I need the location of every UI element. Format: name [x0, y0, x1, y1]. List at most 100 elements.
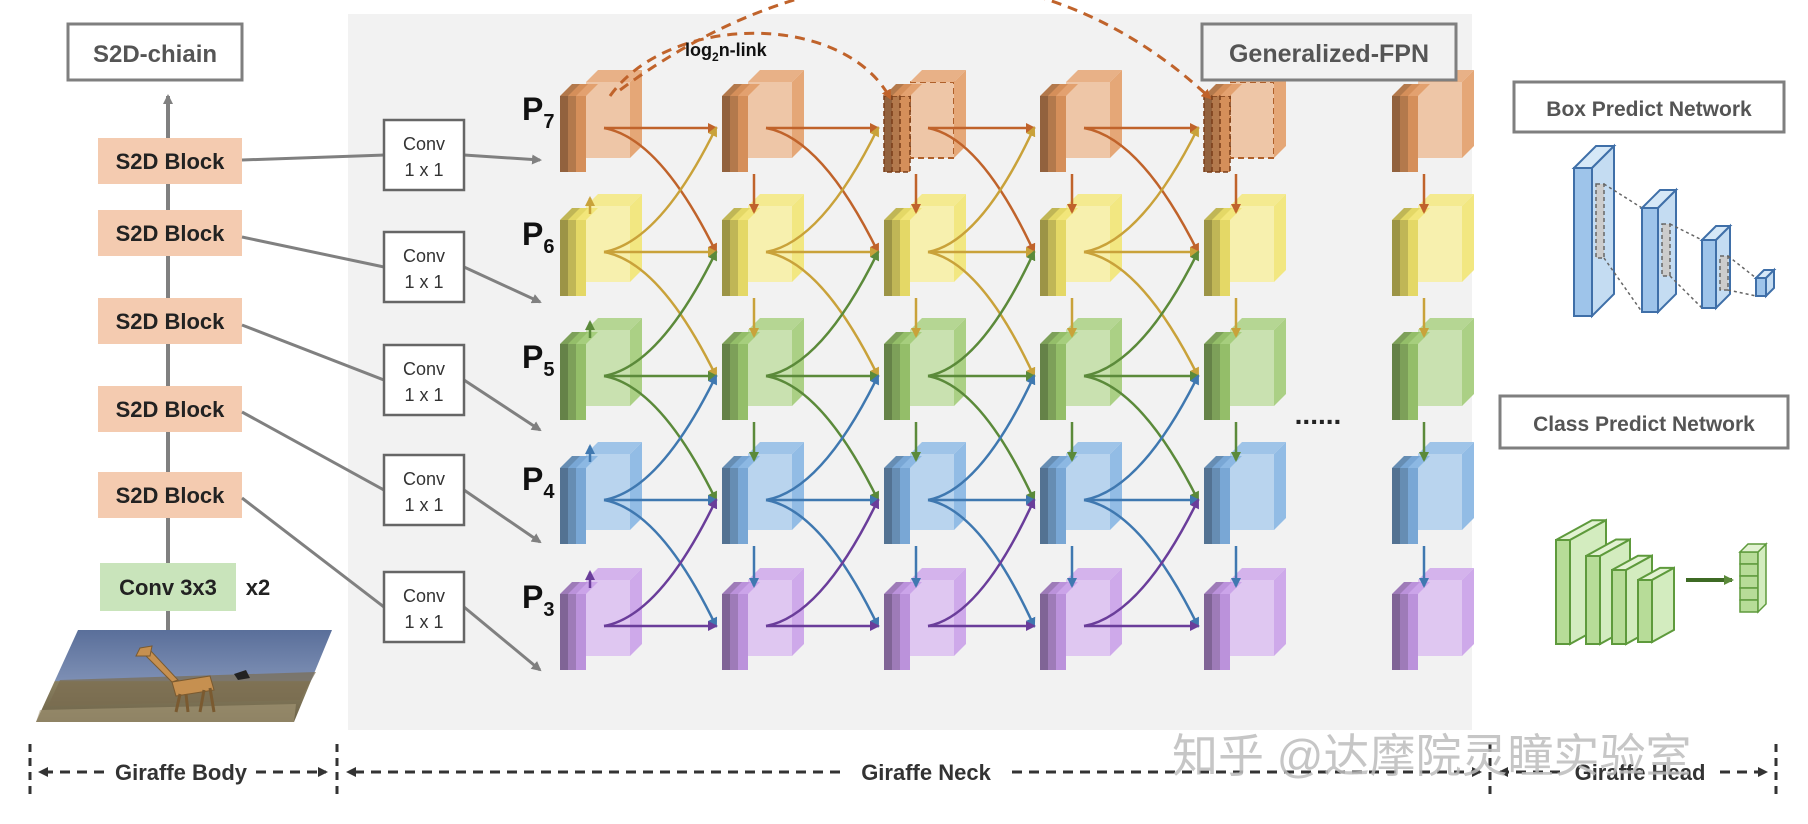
- cross-scale-down-link: [765, 374, 880, 502]
- body-section-label: Giraffe Body: [115, 760, 248, 785]
- conv1x1-label-line1: Conv: [403, 586, 445, 606]
- box-predict-network-graphic: [1571, 143, 1777, 319]
- conv3x3-repeat: x2: [246, 575, 270, 600]
- feature-map-stack: [1204, 318, 1286, 420]
- s2d-block-label: S2D Block: [116, 221, 226, 246]
- feature-map-stack: [1392, 568, 1474, 670]
- feature-map-stack: [722, 442, 804, 544]
- conv1x1-label-line2: 1 x 1: [404, 272, 443, 292]
- neck-ellipsis: ......: [1295, 399, 1342, 430]
- s2d-block-box: [98, 472, 242, 518]
- feature-map-stack: [560, 194, 642, 296]
- cross-scale-down-link: [927, 250, 1036, 378]
- box-net-layer: [1699, 223, 1757, 311]
- cross-scale-up-link: [1083, 250, 1200, 378]
- cross-scale-down-link: [1083, 250, 1200, 378]
- class-predict-network-graphic: [1555, 518, 1768, 646]
- class-predict-title-box: [1498, 394, 1790, 450]
- conv1x1-box: Conv 1 x 1: [382, 570, 466, 644]
- cross-scale-up-link: [765, 498, 880, 628]
- watermark: 知乎 @达摩院灵瞳实验室: [1172, 730, 1691, 782]
- class-output-cell: [1739, 551, 1759, 565]
- feature-map-stack: [1040, 442, 1122, 544]
- class-output-cell: [1739, 575, 1759, 589]
- head-section-label: Giraffe Head: [1575, 760, 1706, 785]
- cross-scale-down-link: [765, 498, 880, 628]
- fpn-title-box: [1200, 22, 1458, 82]
- class-output-cell: [1739, 587, 1759, 601]
- conv1x1-frame: [382, 118, 466, 192]
- class-net-layer: [1637, 566, 1675, 644]
- s2d-block: S2D Block: [98, 138, 242, 184]
- feature-map-stack: [1203, 70, 1286, 173]
- chain-title-box: [66, 22, 244, 82]
- feature-map-stack: [1392, 442, 1474, 544]
- giraffe-input-image: [36, 630, 332, 722]
- feature-map-stack: [722, 194, 804, 296]
- block-to-conv-connector: [241, 323, 385, 382]
- box-predict-title: Box Predict Network: [1546, 98, 1752, 121]
- cross-scale-down-link: [603, 250, 718, 378]
- class-output-cell: [1739, 563, 1759, 577]
- cross-scale-down-link: [765, 250, 880, 378]
- neck-section-label: Giraffe Neck: [861, 760, 991, 785]
- block-to-conv-connector: [241, 235, 385, 269]
- level-label-p7: P7: [522, 91, 554, 133]
- cross-scale-up-link: [603, 126, 718, 254]
- s2d-block-box: [98, 386, 242, 432]
- cross-scale-down-link: [603, 498, 718, 628]
- conv-to-level-connector: [463, 605, 542, 672]
- feature-map-stack: [560, 568, 642, 670]
- s2d-block-label: S2D Block: [116, 149, 226, 174]
- block-to-conv-connector: [241, 410, 385, 492]
- feature-map-stack: [722, 568, 804, 670]
- cross-scale-up-link: [765, 250, 880, 378]
- box-net-layer: [1571, 143, 1643, 319]
- cross-scale-down-link: [1083, 374, 1200, 502]
- conv1x1-frame: [382, 453, 466, 527]
- box-net-layer: [1639, 187, 1703, 315]
- cross-scale-down-link: [603, 126, 718, 254]
- class-output-cell: [1739, 599, 1759, 613]
- class-predict-title: Class Predict Network: [1533, 413, 1755, 436]
- s2d-block-box: [98, 138, 242, 184]
- chain-title: S2D-chiain: [93, 41, 217, 68]
- conv3x3-label: Conv 3x3: [119, 575, 217, 600]
- cross-scale-down-link: [603, 374, 718, 502]
- cross-scale-up-link: [603, 374, 718, 502]
- s2d-block-label: S2D Block: [116, 309, 226, 334]
- s2d-block: S2D Block: [98, 210, 242, 256]
- block-to-conv-connector: [241, 496, 385, 609]
- level-label-p6: P6: [522, 216, 554, 258]
- feature-map-stack: [1392, 70, 1474, 172]
- level-label-p3: P3: [522, 579, 554, 621]
- cross-scale-up-link: [927, 374, 1036, 502]
- conv-to-level-connector: [463, 378, 542, 432]
- log2n-link-label: log2n-link: [685, 40, 768, 64]
- conv-to-level-connector: [463, 265, 542, 304]
- feature-map-stack: [1204, 568, 1286, 670]
- log2n-skip-link: [608, 31, 892, 100]
- cross-scale-up-link: [1083, 498, 1200, 628]
- giraffe-head: Box Predict Network Class Predict Networ…: [1498, 80, 1790, 646]
- conv1x1-frame: [382, 570, 466, 644]
- feature-map-stack: [1204, 442, 1286, 544]
- conv1x1-label-line2: 1 x 1: [404, 612, 443, 632]
- cross-scale-up-link: [603, 250, 718, 378]
- s2d-block-box: [98, 210, 242, 256]
- cross-scale-down-link: [765, 126, 880, 254]
- conv1x1-label-line1: Conv: [403, 359, 445, 379]
- feature-map-stack: [722, 318, 804, 420]
- feature-map-stack: [883, 70, 966, 173]
- s2d-block-box: [98, 298, 242, 344]
- level-label-p5: P5: [522, 339, 554, 381]
- box-net-layer: [1753, 267, 1777, 299]
- cross-scale-up-link: [603, 498, 718, 628]
- conv-to-level-connector: [463, 488, 542, 544]
- cross-scale-down-link: [927, 126, 1036, 254]
- cross-scale-up-link: [1083, 126, 1200, 254]
